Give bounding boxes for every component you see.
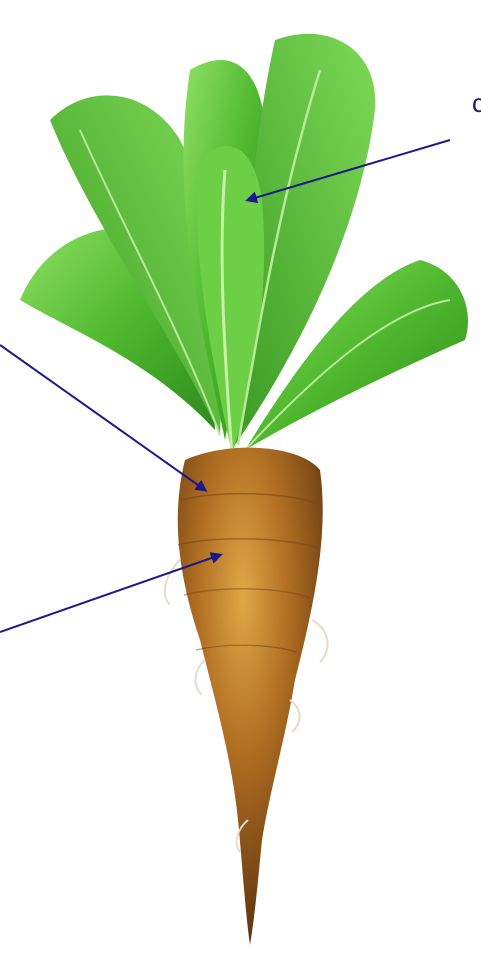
root-body [178,448,323,945]
rootlet-right [312,620,328,662]
beet-root [165,448,328,945]
rootlet-left-2 [196,660,205,695]
leaves [20,34,468,455]
rootlet-right-2 [290,700,300,732]
rootlet-left [165,560,180,605]
leaves-label-fragment: c [472,88,481,119]
